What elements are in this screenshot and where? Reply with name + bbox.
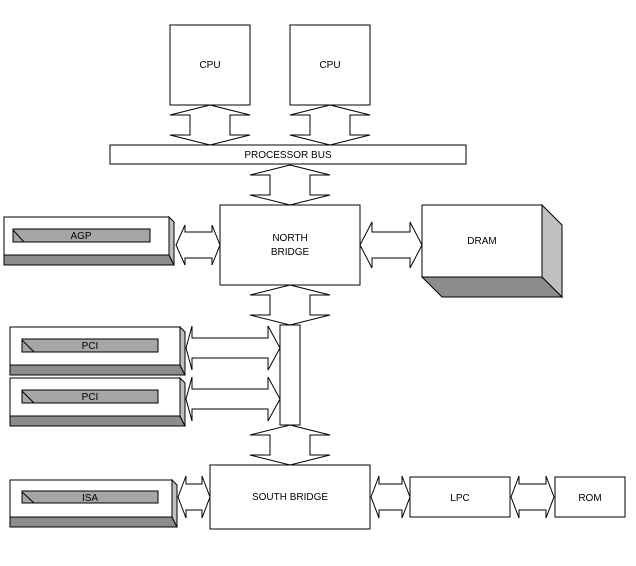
pci-1-label: PCI (82, 341, 99, 352)
southbridge-lpc-arrow (370, 475, 411, 519)
agp-northbridge-arrow (175, 224, 221, 266)
isa-southbridge-arrow (177, 475, 211, 519)
processor-bus: PROCESSOR BUS (109, 144, 467, 165)
south-bridge-label: SOUTH BRIDGE (252, 492, 328, 503)
dram-label: DRAM (467, 236, 496, 247)
cpu-2-bus-arrow (289, 104, 371, 146)
pci-bus (279, 324, 301, 426)
cpu-2-label: CPU (319, 60, 340, 71)
lpc: LPC (409, 476, 511, 518)
north-bridge-label-line2: BRIDGE (271, 247, 310, 258)
bus-northbridge-arrow (249, 164, 331, 206)
north-bridge: NORTH BRIDGE (219, 204, 361, 286)
isa-label: ISA (82, 493, 98, 504)
cpu-1-label: CPU (199, 60, 220, 71)
south-bridge: SOUTH BRIDGE (209, 464, 371, 530)
agp-slot: AGP (3, 215, 175, 266)
pci-2-label: PCI (82, 392, 99, 403)
pci-2-bus-arrow (185, 376, 281, 422)
cpu-1-bus-arrow (169, 104, 251, 146)
rom-label: ROM (578, 493, 601, 504)
isa-slot: ISA (9, 478, 178, 528)
pci-1-bus-arrow (185, 325, 281, 371)
agp-label: AGP (70, 231, 91, 242)
lpc-rom-arrow (510, 475, 555, 519)
dram: DRAM (420, 203, 564, 299)
pcibus-southbridge-arrow (249, 424, 331, 466)
lpc-label: LPC (450, 493, 469, 504)
processor-bus-label: PROCESSOR BUS (244, 150, 332, 161)
northbridge-dram-arrow (359, 221, 423, 269)
rom: ROM (554, 476, 626, 518)
pci-slot-1: PCI (9, 325, 186, 376)
north-bridge-label-line1: NORTH (272, 233, 307, 244)
cpu-2: CPU (289, 24, 371, 106)
pci-slot-2: PCI (9, 376, 186, 427)
cpu-1: CPU (169, 24, 251, 106)
northbridge-pcibus-arrow (249, 284, 331, 326)
